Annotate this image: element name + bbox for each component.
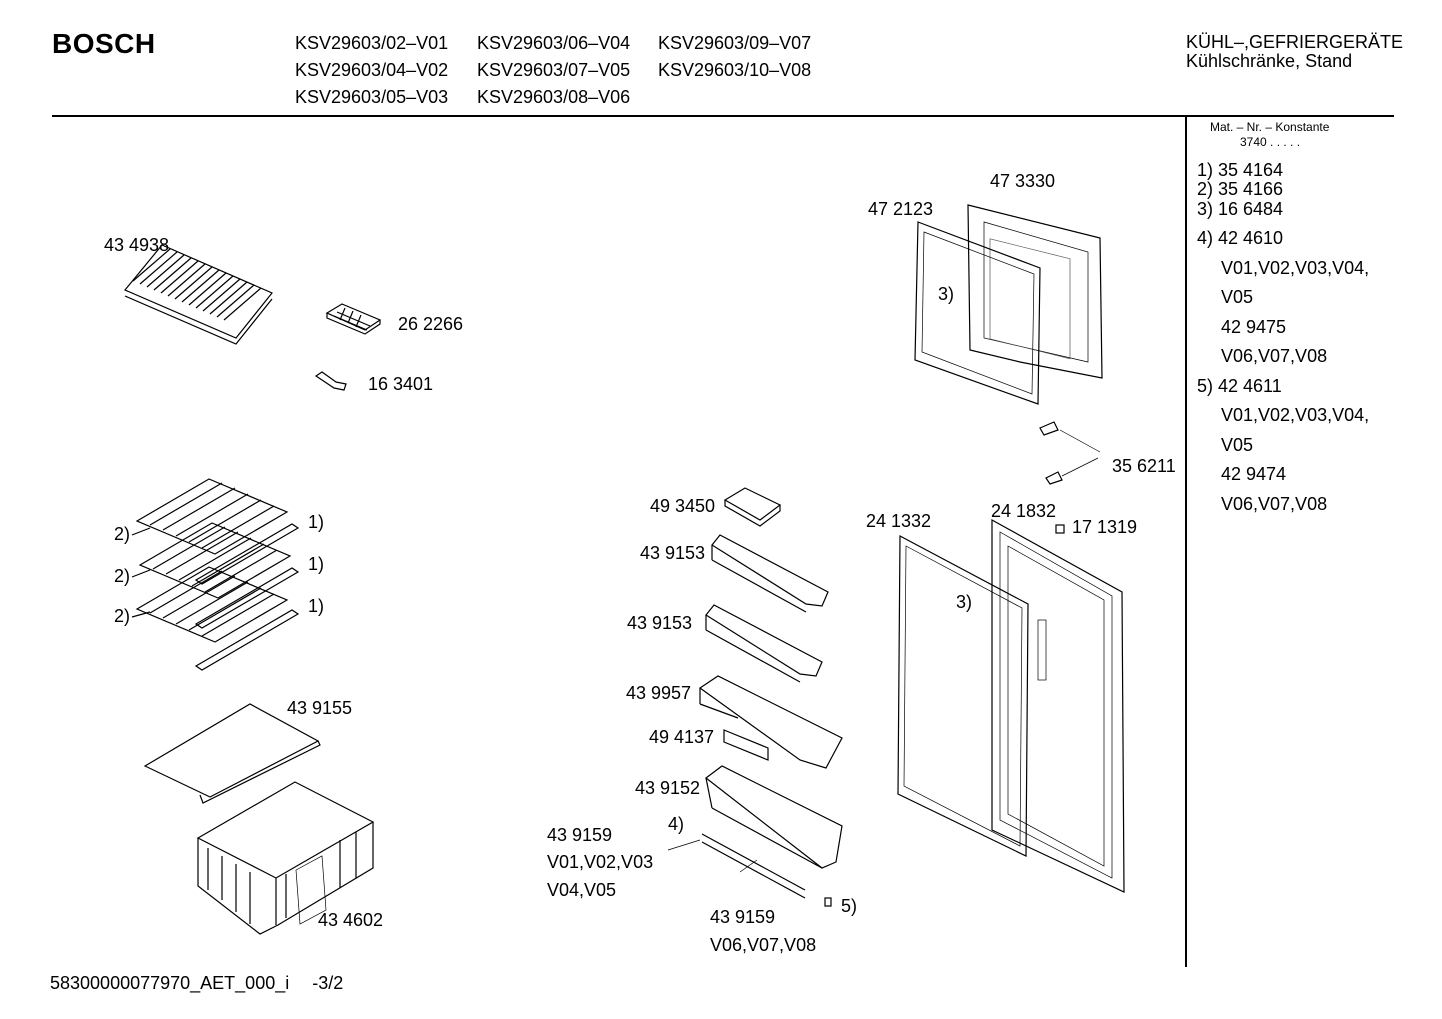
document-code: 58300000077970_AET_000_i -3/2 xyxy=(50,973,343,994)
fridge-door-drawing xyxy=(991,518,1125,893)
model-number: KSV29603/04–V02 xyxy=(295,60,449,80)
model-number: KSV29603/07–V05 xyxy=(477,60,631,80)
part-label: 49 3450 xyxy=(650,496,716,516)
freezer-door-gasket-drawing xyxy=(914,221,1041,405)
dairy-bin-drawing xyxy=(698,675,843,769)
variant-label: V04,V05 xyxy=(547,880,617,900)
sidebar-item: 3) 16 6484 xyxy=(1197,199,1284,219)
part-label: 49 4137 xyxy=(649,727,715,747)
part-label: 24 1332 xyxy=(866,511,932,531)
sidebar-title: Mat. – Nr. – Konstante xyxy=(1210,120,1330,134)
page-number: -3/2 xyxy=(312,973,344,993)
sidebar-item: V05 xyxy=(1221,435,1254,455)
model-number: KSV29603/08–V06 xyxy=(477,87,631,107)
part-label: 43 9957 xyxy=(626,683,692,703)
sidebar-item: 42 9474 xyxy=(1221,464,1287,484)
model-number: KSV29603/09–V07 xyxy=(658,33,812,53)
crisper-drawer-drawing xyxy=(196,781,375,935)
category-subtitle: Kühlschränke, Stand xyxy=(1186,51,1353,71)
sidebar-item: V05 xyxy=(1221,287,1254,307)
part-label: 16 3401 xyxy=(368,374,434,394)
part-label: 43 4602 xyxy=(318,910,384,930)
brand-logo: BOSCH xyxy=(52,28,156,59)
part-label: 17 1319 xyxy=(1072,517,1138,537)
ref-label: 3) xyxy=(938,284,955,304)
part-label: 43 9153 xyxy=(627,613,693,633)
sidebar-item: V01,V02,V03,V04, xyxy=(1221,258,1370,278)
hinge-drawing xyxy=(1039,421,1101,485)
model-number: KSV29603/02–V01 xyxy=(295,33,449,53)
bin-divider-drawing xyxy=(723,729,769,761)
part-label: 47 3330 xyxy=(990,171,1056,191)
glass-shelf-drawing xyxy=(143,703,321,804)
part-label: 43 9152 xyxy=(635,778,701,798)
sidebar-item: 1) 35 4164 xyxy=(1197,160,1284,180)
model-number: KSV29603/06–V04 xyxy=(477,33,631,53)
ref-label: 2) xyxy=(114,524,131,544)
variant-label: V06,V07,V08 xyxy=(710,935,817,955)
ref-label: 1) xyxy=(308,512,325,532)
part-label: 43 9153 xyxy=(640,543,706,563)
ice-scraper-drawing xyxy=(314,371,347,391)
egg-tray-drawing xyxy=(723,487,782,527)
door-bin-drawing xyxy=(711,534,829,613)
part-label: 26 2266 xyxy=(398,314,464,334)
category-title: KÜHL–,GEFRIERGERÄTE xyxy=(1186,32,1404,52)
model-number: KSV29603/10–V08 xyxy=(658,60,812,80)
part-label: 43 4938 xyxy=(104,235,170,255)
model-number: KSV29603/05–V03 xyxy=(295,87,449,107)
ref-label: 3) xyxy=(956,592,973,612)
part-label: 43 9159 xyxy=(547,825,613,845)
bottle-bin-drawing xyxy=(705,765,843,869)
wire-shelf-drawing xyxy=(124,244,273,345)
sidebar-item: 4) 42 4610 xyxy=(1197,228,1284,248)
ref-label: 5) xyxy=(841,896,858,916)
ref-label: 4) xyxy=(668,814,685,834)
ref-label: 1) xyxy=(308,554,325,574)
sidebar-item: 2) 35 4166 xyxy=(1197,179,1284,199)
part-label: 35 6211 xyxy=(1112,456,1176,476)
part-label: 43 9159 xyxy=(710,907,776,927)
freezer-door-drawing xyxy=(967,204,1103,379)
part-label: 47 2123 xyxy=(868,199,934,219)
part-label: 43 9155 xyxy=(287,698,353,718)
sidebar-item: V06,V07,V08 xyxy=(1221,346,1328,366)
header-divider xyxy=(52,115,1394,117)
document-id: 58300000077970_AET_000_i xyxy=(50,973,290,993)
ice-tray-drawing xyxy=(325,303,382,335)
variant-label: V01,V02,V03 xyxy=(547,852,654,872)
sidebar-item: V06,V07,V08 xyxy=(1221,494,1328,514)
sidebar-constant: 3740 . . . . . xyxy=(1240,135,1301,149)
ref-label: 2) xyxy=(114,606,131,626)
door-bin-drawing xyxy=(705,604,823,683)
shelf-stack-drawing xyxy=(131,478,300,671)
sidebar-item: V01,V02,V03,V04, xyxy=(1221,405,1370,425)
ref-label: 2) xyxy=(114,566,131,586)
bottle-rail-drawing xyxy=(667,833,806,899)
sidebar-item: 5) 42 4611 xyxy=(1197,376,1282,396)
door-gasket-drawing xyxy=(897,535,1029,857)
sidebar-divider xyxy=(1185,117,1187,967)
part-label: 24 1832 xyxy=(991,501,1057,521)
sidebar-item: 42 9475 xyxy=(1221,317,1287,337)
end-cap-drawing xyxy=(824,897,832,907)
ref-label: 1) xyxy=(308,596,325,616)
